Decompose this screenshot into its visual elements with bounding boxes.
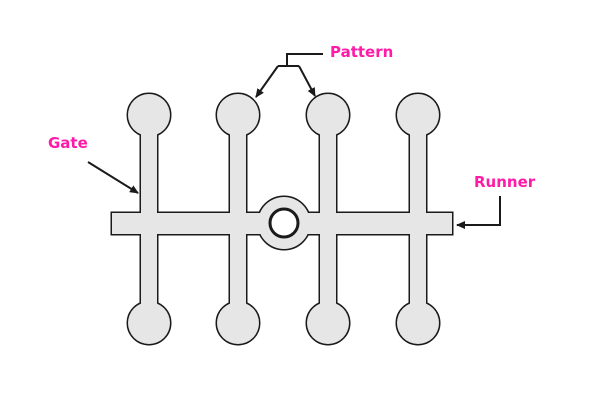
pattern-label: Pattern [330,43,394,61]
pattern-top-1-fill [128,94,170,136]
pattern-top-4-fill [397,94,439,136]
pattern-top-2-fill [217,94,259,136]
gate-arrow [87,161,139,194]
gate-label: Gate [48,134,88,152]
pattern-bottom-3-fill [307,302,349,344]
pattern-bottom-4-fill [397,302,439,344]
pattern-arrow-right [298,65,316,97]
pattern-bottom-2-fill [217,302,259,344]
runner-arrow [456,196,501,229]
pattern-leader-line [286,53,323,66]
sprue-hole [268,207,300,239]
pattern-arrow-left [255,65,279,98]
pattern-bottom-1-fill [128,302,170,344]
runner-label: Runner [474,173,536,191]
pattern-top-3-fill [307,94,349,136]
